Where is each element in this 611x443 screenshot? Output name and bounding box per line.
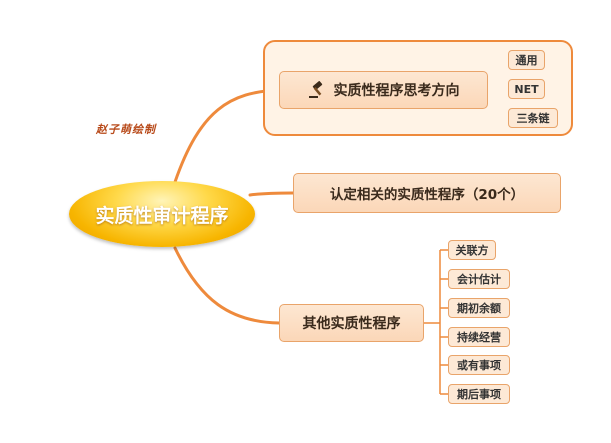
leaf-label: 持续经营 <box>457 331 501 344</box>
leaf-label: 通用 <box>515 54 538 67</box>
connector-branch-3-leaves <box>424 249 448 395</box>
leaf-label: 关联方 <box>455 244 489 257</box>
branch-node-assertion-procedures[interactable]: 认定相关的实质性程序（20个） <box>293 173 561 213</box>
leaf-node[interactable]: 或有事项 <box>448 355 510 375</box>
branch-node-thinking-direction[interactable]: 实质性程序思考方向 <box>279 71 488 109</box>
leaf-node[interactable]: 持续经营 <box>448 327 510 347</box>
root-node-label: 实质性审计程序 <box>95 204 229 227</box>
connector-root-branch-2 <box>248 191 295 197</box>
leaf-label: 会计估计 <box>457 273 501 286</box>
leaf-label: 期后事项 <box>457 388 501 401</box>
branch-node-label: 实质性程序思考方向 <box>333 83 460 99</box>
connector-root-branch-3 <box>173 246 281 325</box>
leaf-label: 三条链 <box>516 112 550 125</box>
branch-node-label: 认定相关的实质性程序（20个） <box>329 187 525 203</box>
branch-node-label: 其他实质性程序 <box>302 316 401 332</box>
branch-node-other-procedures[interactable]: 其他实质性程序 <box>279 304 424 342</box>
leaf-node[interactable]: 三条链 <box>508 108 558 128</box>
leaf-node[interactable]: 会计估计 <box>448 269 510 289</box>
leaf-label: 期初余额 <box>457 302 501 315</box>
leaf-node[interactable]: 期后事项 <box>448 384 510 404</box>
connector-root-branch-1 <box>173 88 281 184</box>
leaf-node[interactable]: 通用 <box>508 50 545 70</box>
root-node[interactable]: 实质性审计程序 <box>69 181 255 247</box>
leaf-node[interactable]: 期初余额 <box>448 298 510 318</box>
leaf-node[interactable]: NET <box>508 79 545 99</box>
gavel-icon <box>308 81 326 99</box>
leaf-label: 或有事项 <box>457 359 501 372</box>
leaf-label: NET <box>514 82 539 96</box>
author-signature: 赵子萌绘制 <box>96 123 156 136</box>
leaf-node[interactable]: 关联方 <box>448 240 496 260</box>
